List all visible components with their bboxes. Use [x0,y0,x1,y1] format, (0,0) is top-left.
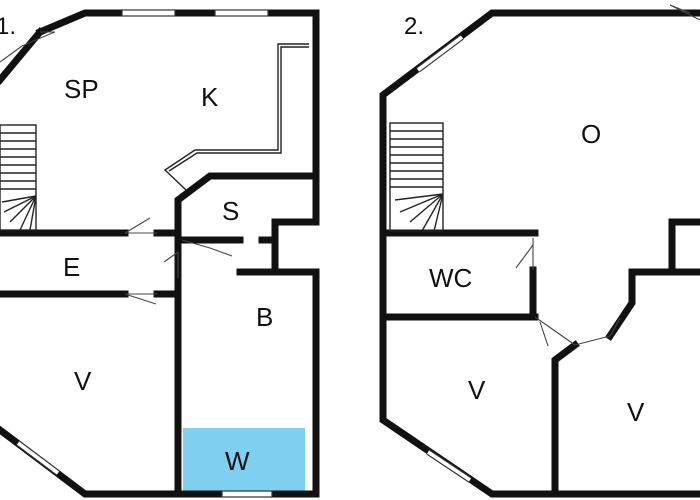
floor-1-window-sw-glass [16,441,60,475]
room-label-v-right: V [627,397,645,427]
room-label-w: W [225,446,250,476]
floor-2-door-wc [515,238,534,270]
floor-1-door-entry [0,31,56,63]
room-label-v-left: V [468,375,486,405]
floor-1-window-top-1 [121,9,176,17]
room-w-highlight [183,428,305,491]
floor-2-door-v1 [534,316,576,347]
floor-1-door-e-top [124,217,157,234]
floor-2-bedroom-wall-b [605,268,676,341]
kitchen-counter-inner [168,46,309,172]
room-label-o: O [581,119,601,149]
room-label-wc: WC [429,263,472,293]
floor-1-window-bottom [221,490,273,498]
floor-2-right-box [668,218,700,276]
room-label-e: E [63,252,80,282]
floor-1-window-top-2 [214,9,269,17]
floor-1-label: 1. [0,13,16,40]
floor-2-door-top-right [669,4,700,21]
floor-1-door-b [163,251,179,278]
floor-1-door-e-bottom [124,293,157,305]
floor-2-plan: 2. O WC V V [379,4,700,498]
room-label-v: V [74,366,92,396]
floor-2-bedroom-wall-a [551,340,580,498]
floor-1-core-wall [174,172,313,302]
kitchen-counter [163,43,309,191]
floor-1-plan: 1. SP K S E B V W [0,9,320,498]
floor-1-outer-wall [0,9,320,498]
floor-1-door-s [181,239,233,257]
room-label-sp: SP [64,74,99,104]
room-label-b: B [256,302,273,332]
floor-2-window-nw-glass [416,35,464,72]
floor-2-stairs [389,122,444,232]
floor-1-west-wall-stub [0,27,45,85]
room-label-k: K [201,82,219,112]
floor-2-door-v2 [574,317,621,346]
floor-2-label: 2. [404,13,424,40]
floor-2-outer-wall [379,9,700,498]
room-label-s: S [222,196,239,226]
floor-2-window-sw-glass [427,450,471,482]
floor-1-stairs [0,124,37,231]
